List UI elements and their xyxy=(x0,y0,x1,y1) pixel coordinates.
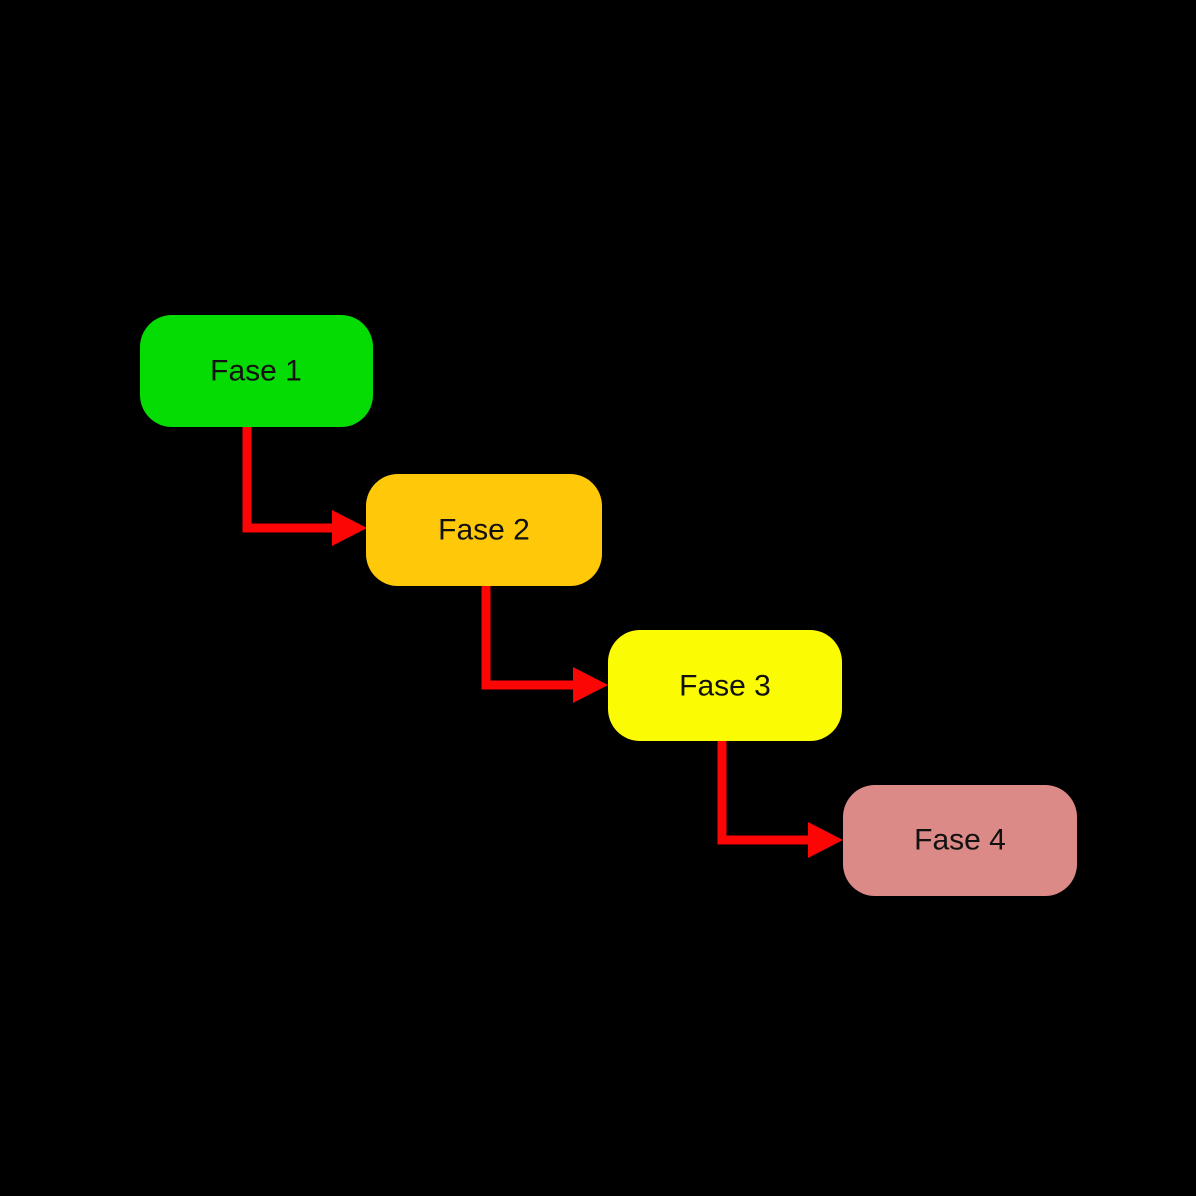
arrowhead-icon xyxy=(808,822,843,858)
node-label: Fase 1 xyxy=(210,355,302,388)
connector-fase2-fase3 xyxy=(481,583,608,703)
connector-fase3-fase4 xyxy=(717,738,843,858)
node-fase-3: Fase 3 xyxy=(608,630,842,741)
node-label: Fase 4 xyxy=(914,824,1006,857)
node-fase-1: Fase 1 xyxy=(140,315,373,427)
node-fase-4: Fase 4 xyxy=(843,785,1077,896)
node-box xyxy=(140,315,373,427)
node-box xyxy=(366,474,602,586)
connector-line xyxy=(242,424,338,533)
node-box xyxy=(843,785,1077,896)
arrowhead-icon xyxy=(573,667,608,703)
connector-line xyxy=(717,738,814,845)
node-fase-2: Fase 2 xyxy=(366,474,602,586)
node-label: Fase 2 xyxy=(438,514,530,547)
node-label: Fase 3 xyxy=(679,670,771,703)
arrowhead-icon xyxy=(332,510,367,546)
node-box xyxy=(608,630,842,741)
connector-line xyxy=(481,583,579,690)
connector-fase1-fase2 xyxy=(242,424,367,546)
